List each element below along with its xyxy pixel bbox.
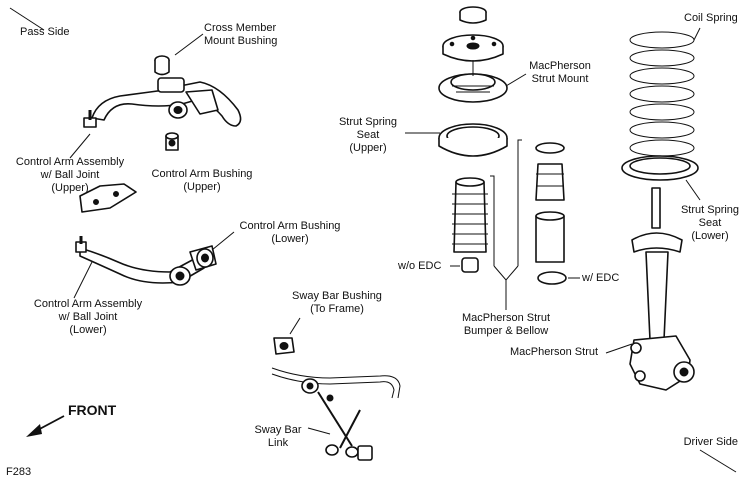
sway-bar-link-part	[317, 391, 373, 461]
sway-bar-link-label: Sway Bar Link	[254, 424, 302, 449]
macpherson-strut-part	[629, 187, 695, 391]
leader-coil	[693, 27, 701, 41]
strut-spring-seat-lower-label: Strut Spring Seat (Lower)	[680, 204, 740, 242]
leader-upper-arm	[69, 133, 91, 159]
leader-cross-member	[174, 33, 204, 56]
control-arm-bushing-lower-label: Control Arm Bushing (Lower)	[239, 220, 341, 245]
macpherson-strut-label: MacPherson Strut	[510, 346, 599, 358]
upper-control-arm-assembly	[83, 77, 242, 128]
pass-side-label: Pass Side	[20, 26, 70, 38]
front-arrow	[26, 415, 65, 437]
leader-lower-arm	[73, 261, 93, 299]
strut-spring-seat-upper-label: Strut Spring Seat (Upper)	[338, 116, 398, 154]
leader-lower-seat	[685, 179, 701, 201]
bumper-bracket-lines	[490, 139, 522, 310]
sway-bar	[271, 367, 401, 399]
coil-spring-label: Coil Spring	[684, 12, 738, 24]
upper-spring-seat	[438, 123, 508, 157]
figure-id: F283	[6, 466, 32, 478]
wo-edc-label: w/o EDC	[398, 260, 442, 272]
leader-strut	[605, 343, 633, 354]
front-label: FRONT	[68, 402, 117, 418]
bellow-wo-edc	[452, 177, 488, 273]
coil-spring-part	[629, 31, 695, 157]
w-edc-label: w/ EDC	[582, 272, 620, 284]
leader-lower-bushing	[211, 231, 235, 251]
pass-side-indicator	[9, 7, 45, 31]
leader-sway-link	[307, 427, 331, 435]
control-arm-assembly-upper-label: Control Arm Assembly w/ Ball Joint (Uppe…	[15, 156, 125, 194]
control-arm-bushing-upper-label: Control Arm Bushing (Upper)	[151, 168, 253, 193]
lower-spring-seat	[621, 155, 699, 181]
cross-member-mount-bushing-label: Cross Member Mount Bushing	[204, 22, 278, 47]
upper-control-arm-bushing	[165, 132, 179, 151]
driver-side-indicator	[699, 449, 737, 473]
leader-strut-mount	[505, 73, 527, 87]
strut-mount-stack	[438, 6, 508, 103]
bellow-w-edc	[535, 142, 567, 285]
driver-side-label: Driver Side	[683, 436, 738, 448]
sway-bar-bushing-part	[273, 337, 295, 355]
leader-sway-bushing	[289, 317, 301, 335]
macpherson-strut-bumper-bellow-label: MacPherson Strut Bumper & Bellow	[461, 312, 551, 337]
lower-control-arm-assembly	[75, 236, 217, 286]
control-arm-assembly-lower-label: Control Arm Assembly w/ Ball Joint (Lowe…	[33, 298, 143, 336]
macpherson-strut-mount-label: MacPherson Strut Mount	[529, 60, 591, 85]
sway-bar-bushing-label: Sway Bar Bushing (To Frame)	[292, 290, 382, 315]
upper-arm-bracket	[79, 183, 137, 213]
